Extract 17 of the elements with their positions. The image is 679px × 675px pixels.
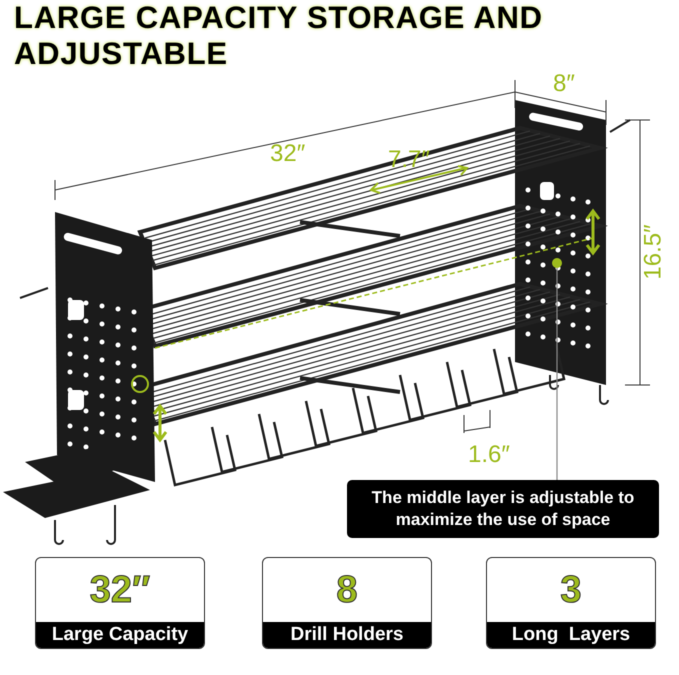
dimension-label: 32″ bbox=[270, 140, 306, 168]
stat-label: Large Capacity bbox=[52, 624, 188, 646]
title: LARGE CAPACITY STORAGE AND ADJUSTABLE bbox=[14, 0, 544, 72]
dimension-label: 8″ bbox=[553, 70, 575, 98]
callout-box bbox=[347, 480, 659, 538]
stat-card bbox=[486, 557, 656, 649]
stat-value: 3 bbox=[560, 570, 582, 610]
stat-value: 32″ bbox=[90, 570, 150, 610]
leader-line bbox=[556, 268, 558, 480]
stat-label: Drill Holders bbox=[290, 624, 404, 646]
callout-text: The middle layer is adjustable to maximize the use of space bbox=[370, 487, 636, 531]
stat-label: Long Layers bbox=[512, 624, 630, 646]
dimension-label: 16.5″ bbox=[640, 224, 668, 280]
dimension-label: 1.6″ bbox=[468, 441, 510, 469]
stat-card bbox=[35, 557, 205, 649]
stat-card bbox=[262, 557, 432, 649]
stat-value: 8 bbox=[336, 570, 358, 610]
